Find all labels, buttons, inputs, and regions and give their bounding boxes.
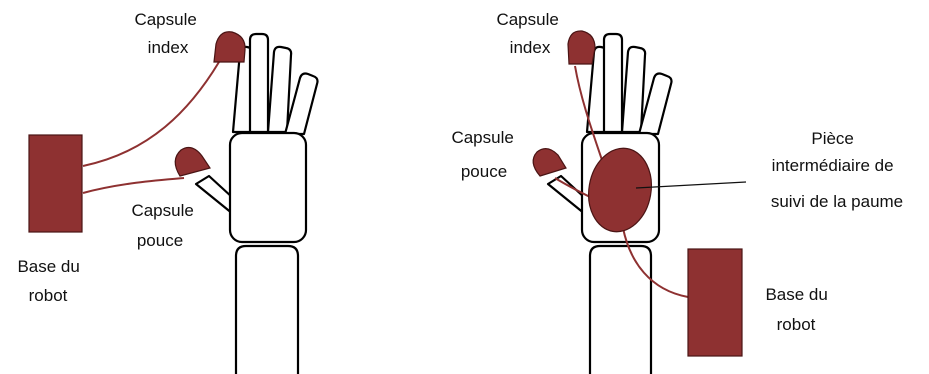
left-thumb	[196, 176, 233, 214]
left-finger-ring	[268, 47, 291, 132]
left-finger-middle	[250, 34, 268, 132]
left-wrist	[236, 246, 298, 374]
right-thumb	[548, 176, 585, 214]
right-finger-ring	[622, 47, 645, 132]
left-capsule-thumb	[175, 148, 210, 176]
right-robot-base	[688, 249, 742, 356]
left-robot-base	[29, 135, 82, 232]
right-finger-middle	[604, 34, 622, 132]
right-capsule-thumb-label: Capsule pouce	[451, 128, 518, 181]
left-capsule-thumb-label: Capsule pouce	[131, 201, 198, 250]
left-capsule-index	[214, 32, 245, 62]
left-robot-base-label: Base du robot	[17, 257, 84, 305]
right-capsule-index-label: Capsule index	[496, 10, 563, 57]
left-wire-thumb	[83, 178, 184, 193]
right-capsule-thumb	[533, 149, 566, 176]
left-hand	[196, 34, 318, 374]
right-wrist	[590, 246, 651, 374]
left-wire-index	[83, 62, 219, 166]
left-palm	[230, 133, 306, 242]
right-robot-base-label: Base du robot	[765, 285, 832, 334]
right-palm-piece-label: Pièce intermédiaire de suivi de la paume	[771, 129, 903, 211]
right-capsule-index	[568, 31, 595, 64]
left-capsule-index-label: Capsule index	[134, 10, 201, 57]
